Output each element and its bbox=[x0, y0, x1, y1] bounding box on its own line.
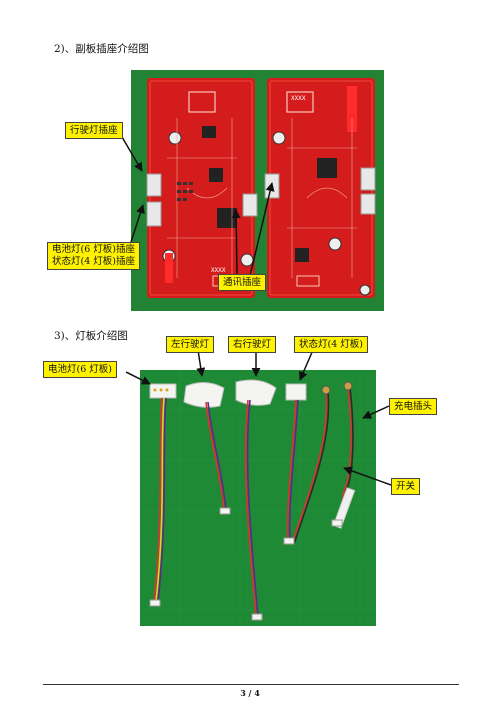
section-2-heading: 2)、副板插座介绍图 bbox=[54, 43, 149, 55]
section-3-heading: 3)、灯板介绍图 bbox=[54, 330, 128, 342]
callout-comm-socket: 通讯插座 bbox=[218, 274, 267, 291]
callout-charge-plug: 充电插头 bbox=[389, 398, 438, 415]
footer-rule bbox=[43, 684, 459, 685]
sub-board-photo: XXXX XXXX bbox=[131, 70, 384, 311]
board-mark-right: XXXX bbox=[291, 95, 306, 102]
callout-status-socket-line2: 状态灯(4 灯板)插座 bbox=[52, 256, 135, 267]
callout-left-light: 左行驶灯 bbox=[166, 336, 215, 353]
right-pcb bbox=[264, 78, 376, 298]
board-mark-left: XXXX bbox=[211, 267, 226, 274]
page-number: 3 / 4 bbox=[240, 688, 260, 698]
callout-battery-status-socket: 电池灯(6 灯板)插座 状态灯(4 灯板)插座 bbox=[47, 242, 140, 270]
callout-battery-light: 电池灯(6 灯板) bbox=[43, 361, 117, 378]
left-pcb bbox=[146, 78, 258, 298]
callout-battery-socket-line1: 电池灯(6 灯板)插座 bbox=[52, 244, 135, 255]
callout-right-light: 右行驶灯 bbox=[228, 336, 277, 353]
callout-switch: 开关 bbox=[391, 478, 421, 495]
callout-light-socket: 行驶灯插座 bbox=[65, 122, 123, 139]
light-boards-photo bbox=[140, 370, 376, 626]
callout-status-light: 状态灯(4 灯板) bbox=[294, 336, 368, 353]
